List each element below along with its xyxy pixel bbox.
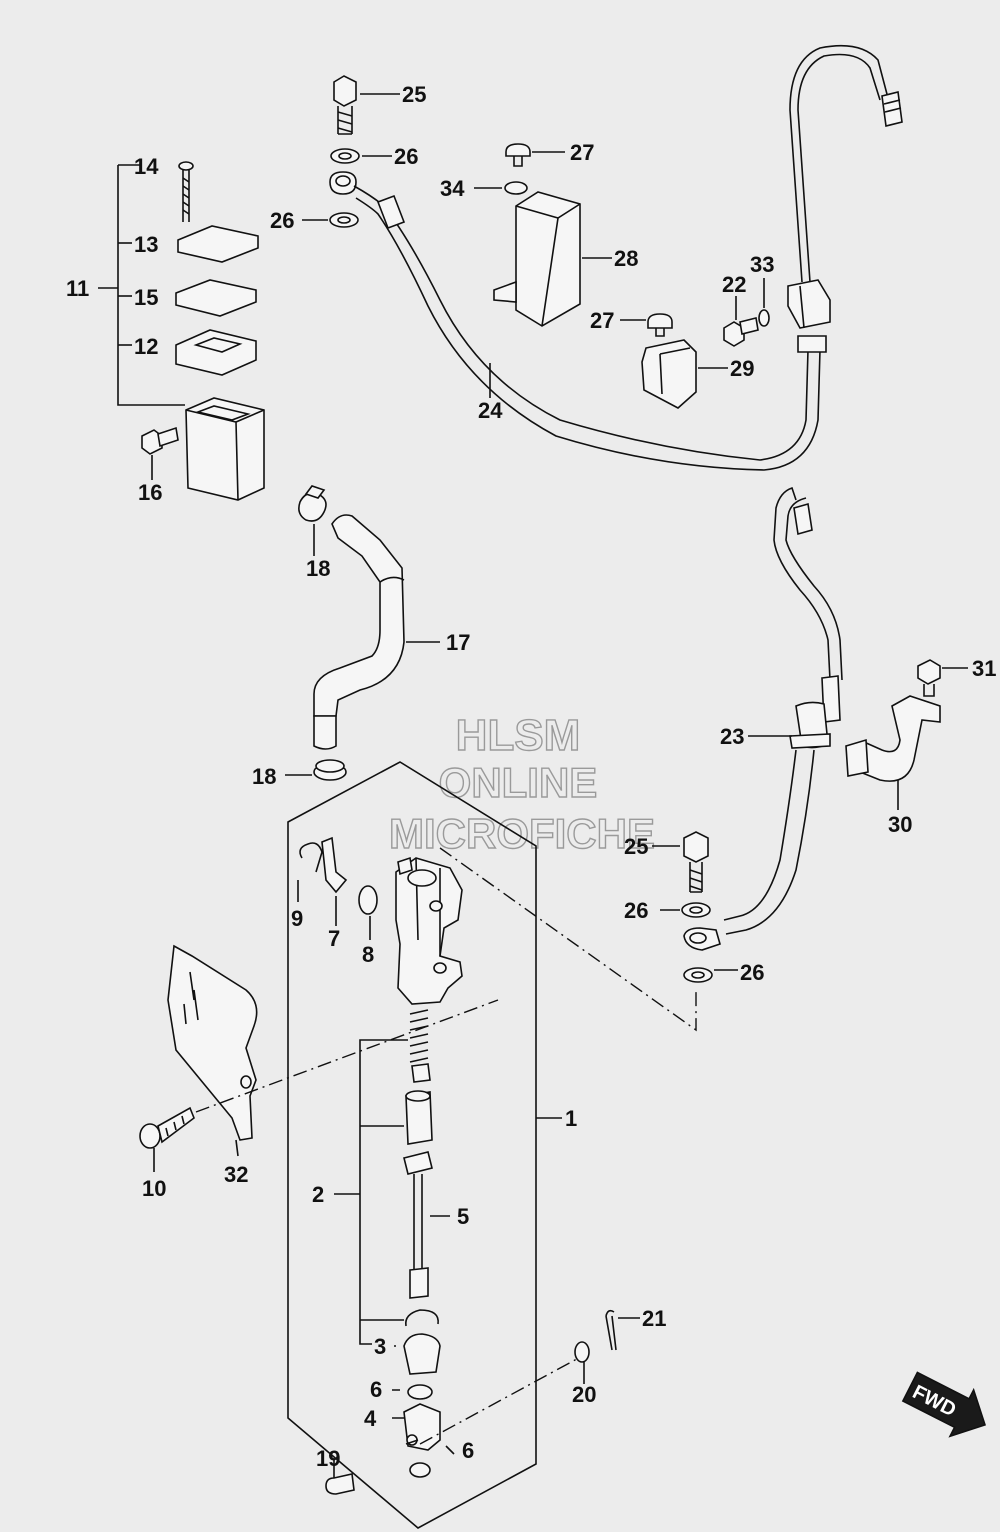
bracket-32 xyxy=(139,944,499,1172)
callout-11: 11 xyxy=(66,276,89,301)
bolt-16 xyxy=(141,426,179,455)
callout-6a: 6 xyxy=(370,1377,382,1402)
callout-24: 24 xyxy=(478,398,503,423)
callout-26b: 26 xyxy=(270,208,294,233)
plate-15 xyxy=(175,279,257,317)
callout-5: 5 xyxy=(457,1204,469,1229)
callout-4: 4 xyxy=(364,1406,377,1431)
hose-17 xyxy=(285,485,440,781)
pin-21-washer-20 xyxy=(574,1309,640,1384)
callout-9: 9 xyxy=(291,906,303,931)
callout-25a: 25 xyxy=(402,82,426,107)
callout-18a: 18 xyxy=(306,556,330,581)
callout-18b: 18 xyxy=(252,764,276,789)
callout-22: 22 xyxy=(722,272,746,297)
callout-27a: 27 xyxy=(570,140,594,165)
lower-hose xyxy=(652,486,843,983)
callout-14: 14 xyxy=(134,154,159,179)
watermark-line3: MICROFICHE xyxy=(389,810,655,857)
callout-32: 32 xyxy=(224,1162,248,1187)
cap-13 xyxy=(177,225,259,263)
screw-14 xyxy=(178,161,194,222)
fwd-arrow-icon: FWD xyxy=(901,1371,986,1438)
centerline-pin xyxy=(419,1353,587,1445)
centerline-right xyxy=(439,847,697,1032)
callout-17: 17 xyxy=(446,630,470,655)
callout-7: 7 xyxy=(328,926,340,951)
callout-25b: 25 xyxy=(624,834,648,859)
upper-hose xyxy=(302,44,903,471)
callout-6b: 6 xyxy=(462,1438,474,1463)
callout-33: 33 xyxy=(750,252,774,277)
callouts: 1 2 3 4 5 6 6 7 8 9 10 11 12 13 14 15 16… xyxy=(66,82,996,1471)
watermark-line1: HLSM xyxy=(456,711,581,760)
callout-1: 1 xyxy=(565,1106,577,1131)
callout-13: 13 xyxy=(134,232,158,257)
callout-27b: 27 xyxy=(590,308,614,333)
callout-29: 29 xyxy=(730,356,754,381)
callout-26d: 26 xyxy=(740,960,764,985)
callout-16: 16 xyxy=(138,480,162,505)
callout-10: 10 xyxy=(142,1176,166,1201)
callout-23: 23 xyxy=(720,724,744,749)
cover-28 xyxy=(474,143,612,327)
reservoir-body xyxy=(185,397,265,501)
callout-2: 2 xyxy=(312,1182,324,1207)
callout-12: 12 xyxy=(134,334,158,359)
callout-26a: 26 xyxy=(394,144,418,169)
clamp-30 xyxy=(845,659,968,810)
reservoir-assembly xyxy=(98,161,265,501)
master-cylinder-frame xyxy=(287,761,562,1529)
callout-15: 15 xyxy=(134,285,158,310)
callout-30: 30 xyxy=(888,812,912,837)
callout-8: 8 xyxy=(362,942,374,967)
callout-31: 31 xyxy=(972,656,996,681)
diaphragm-12 xyxy=(175,329,257,376)
callout-28: 28 xyxy=(614,246,638,271)
clamp-29 xyxy=(620,278,770,409)
callout-21: 21 xyxy=(642,1306,666,1331)
callout-34: 34 xyxy=(440,176,465,201)
watermark-line2: ONLINE xyxy=(439,759,598,806)
callout-20: 20 xyxy=(572,1382,596,1407)
watermark: HLSM ONLINE MICROFICHE xyxy=(388,710,655,857)
callout-26c: 26 xyxy=(624,898,648,923)
callout-3: 3 xyxy=(374,1334,386,1359)
callout-19: 19 xyxy=(316,1446,340,1471)
